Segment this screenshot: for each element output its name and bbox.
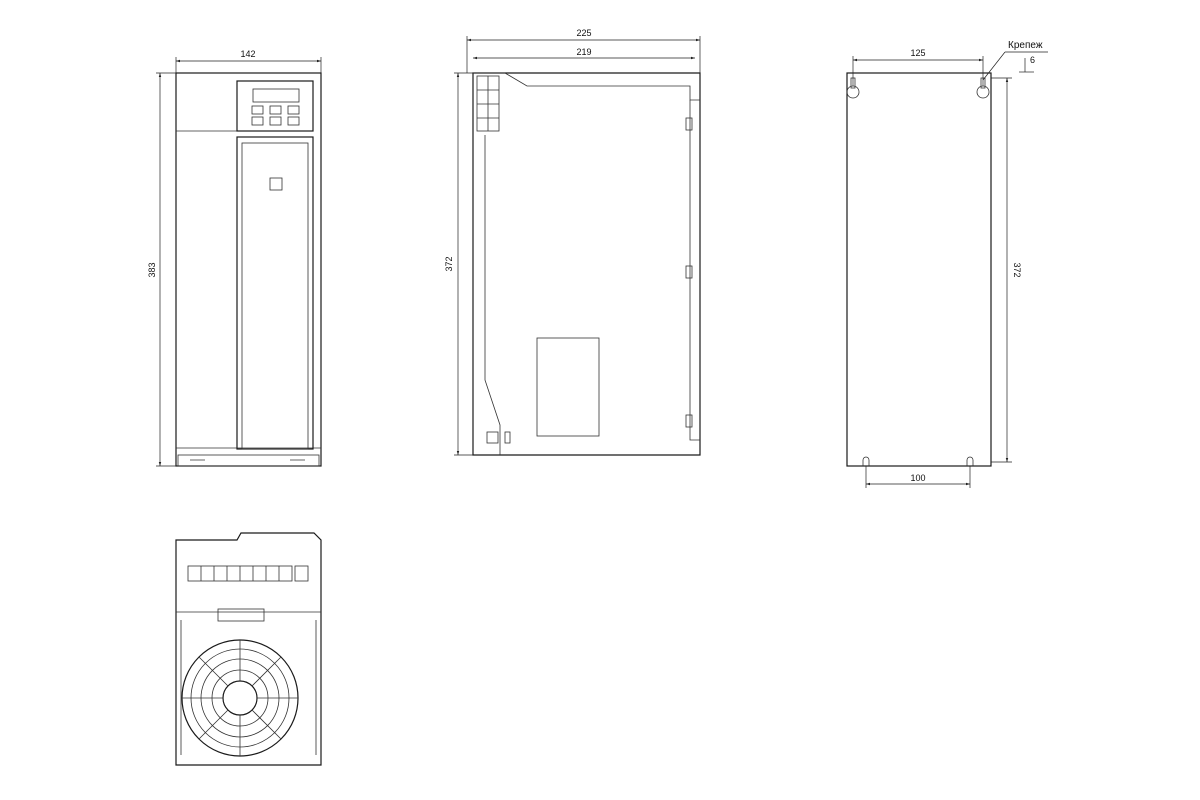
keypad-buttons (251, 105, 300, 126)
dim-mount-height: 372 (1012, 262, 1022, 277)
dim-mount-top-spacing: 125 (910, 48, 925, 58)
fastener-label: Крепеж (1008, 40, 1043, 51)
dim-side-height: 372 (444, 256, 454, 271)
mounting-view (846, 51, 1048, 488)
dim-front-width: 142 (240, 49, 255, 59)
dim-front-height: 383 (147, 262, 157, 277)
dim-side-overall-width: 225 (576, 28, 591, 38)
front-view (156, 57, 322, 467)
dim-mount-offset: 6 (1030, 55, 1035, 65)
cooling-fan (181, 639, 299, 757)
dim-mount-bottom-spacing: 100 (910, 473, 925, 483)
bottom-view (175, 532, 322, 766)
terminal-row (187, 565, 309, 582)
vent-grid (476, 75, 500, 132)
dim-side-body-width: 219 (576, 47, 591, 57)
side-view (454, 36, 701, 456)
